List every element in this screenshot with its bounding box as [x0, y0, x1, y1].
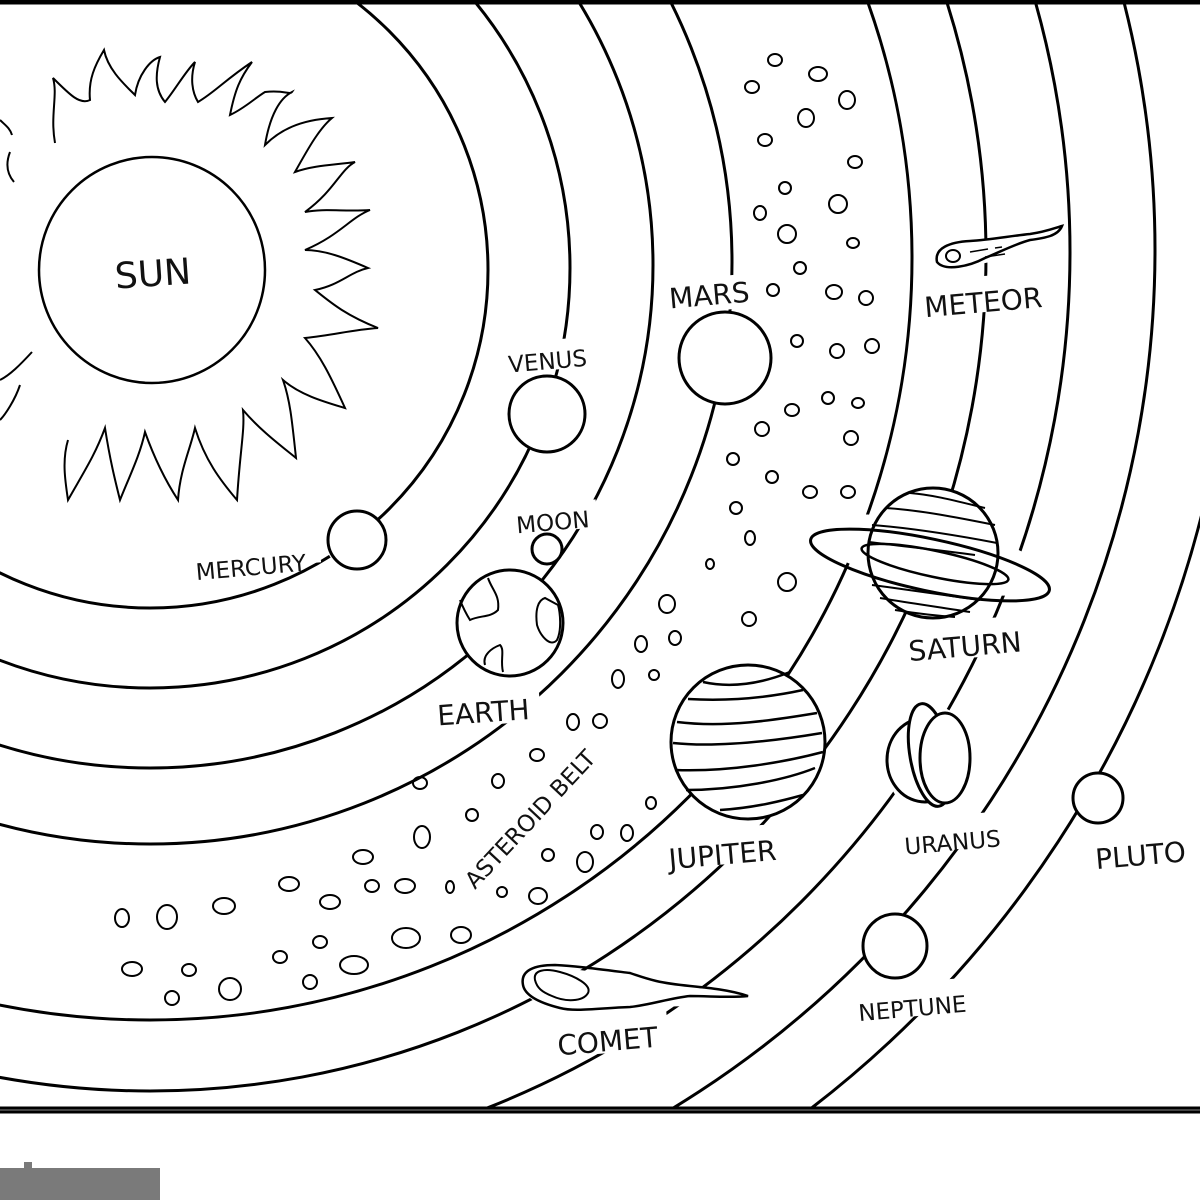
pluto-planet — [1071, 771, 1125, 825]
sun — [0, 47, 379, 504]
earth-label: EARTH — [436, 693, 530, 732]
earth-planet — [455, 568, 565, 678]
mercury-planet — [326, 509, 388, 571]
orbit-venus — [0, 3, 572, 690]
footer-bar — [0, 1162, 160, 1200]
moon — [530, 532, 564, 566]
moon-label: MOON — [515, 507, 590, 539]
saturn-planet — [809, 486, 1051, 620]
orbit-mercury — [0, 3, 490, 610]
jupiter-planet — [669, 663, 827, 821]
venus-planet — [507, 374, 587, 454]
mars-label: MARS — [668, 276, 751, 316]
meteor — [935, 224, 1065, 269]
sun-circle — [37, 155, 267, 385]
orbit-neptune — [669, 3, 1157, 1108]
sun-rays — [0, 47, 379, 504]
venus-label: VENUS — [507, 346, 588, 379]
pluto-label: PLUTO — [1094, 835, 1187, 876]
uranus-planet — [885, 702, 972, 808]
orbit-earth — [0, 3, 655, 770]
asteroid-belt — [114, 53, 880, 1006]
mars-planet — [677, 310, 773, 406]
comet — [521, 963, 749, 1011]
neptune-planet — [861, 912, 929, 980]
orbit-jupiter — [0, 3, 914, 1022]
orbit-uranus — [482, 3, 1072, 1108]
sun-label: SUN — [114, 251, 193, 297]
orbit-mars — [0, 3, 734, 846]
